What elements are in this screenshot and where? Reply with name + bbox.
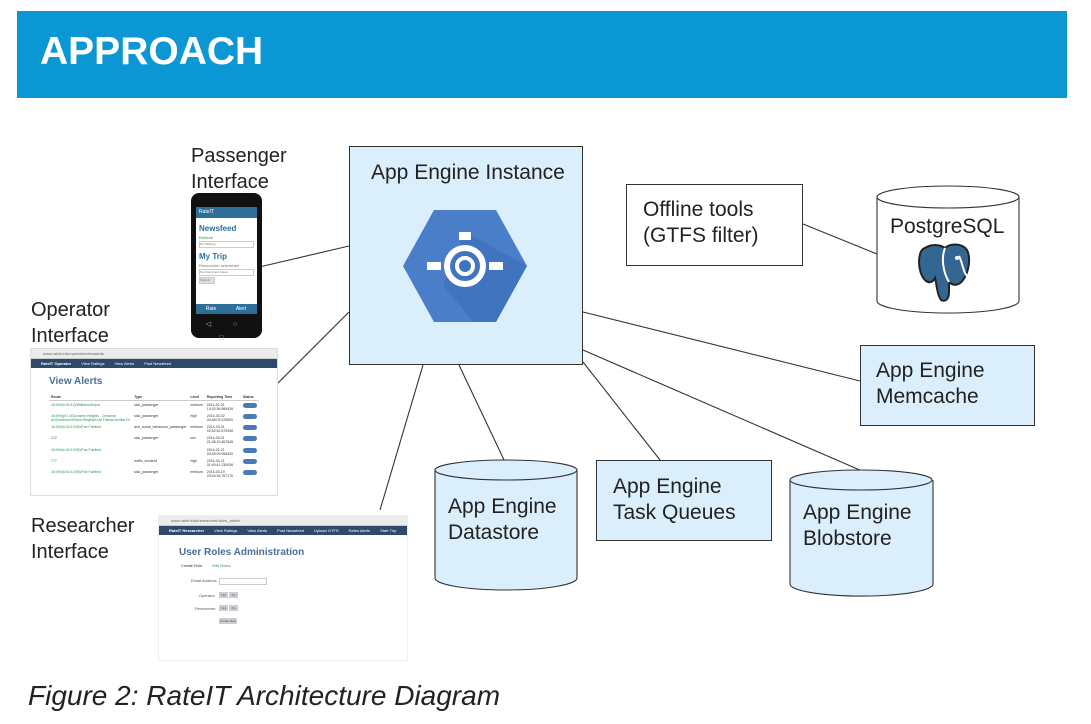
create-role-button[interactable]: Create Role xyxy=(219,618,237,624)
researcher-interface-label: Researcher Interface xyxy=(31,515,135,563)
title-banner xyxy=(17,11,1067,98)
phone-submit-button[interactable]: Submit xyxy=(199,277,215,284)
operator-label: Operator xyxy=(199,593,215,598)
user-roles-title: User Roles Administration xyxy=(179,547,305,558)
operator-no-button[interactable]: No xyxy=(229,592,238,598)
line-offline-postgres xyxy=(802,223,878,255)
email-field[interactable] xyxy=(219,578,267,585)
figure-caption: Figure 2: RateIT Architecture Diagram xyxy=(28,680,501,711)
status-toggle[interactable] xyxy=(242,402,257,408)
line-blobstore xyxy=(582,349,863,472)
line-memcache xyxy=(582,311,861,382)
status-toggle[interactable] xyxy=(242,425,257,431)
researcher-yes-button[interactable]: Yes xyxy=(219,605,228,611)
phone-hint: Researcher selectedet xyxy=(199,263,240,268)
offline-tools-node: Offline tools (GTFS filter) xyxy=(626,184,803,266)
line-passenger xyxy=(254,245,350,269)
status-toggle[interactable] xyxy=(242,447,257,453)
status-toggle[interactable] xyxy=(242,469,257,475)
email-label: Email Address xyxy=(191,578,217,583)
table-row: 16:09h(pt 1:30)Lowery Heights - Chestnut… xyxy=(49,412,259,423)
datastore-label: App Engine Datastore xyxy=(448,495,557,544)
phone-app-bar: RateIT xyxy=(196,207,257,218)
status-toggle[interactable] xyxy=(242,458,257,464)
operator-browser-bar: www.rateit.edu/operator/viewalerts xyxy=(31,349,277,359)
operator-screenshot: www.rateit.edu/operator/viewalerts RateI… xyxy=(30,348,278,496)
phone-newsfeed-title: Newsfeed xyxy=(199,224,237,233)
task-queues-node: App Engine Task Queues xyxy=(596,460,772,541)
phone-refresh-link[interactable]: Refresh xyxy=(199,235,214,240)
researcher-no-button[interactable]: No xyxy=(229,605,238,611)
roles-tabs: Create Role Edit Roles xyxy=(159,558,407,568)
tab-edit-roles[interactable]: Edit Roles xyxy=(212,563,231,568)
line-operator xyxy=(277,311,350,384)
slide-title: APPROACH xyxy=(40,30,264,73)
phone-trip-select[interactable]: Not listed here below xyxy=(199,269,254,276)
operator-yes-button[interactable]: Yes xyxy=(219,592,228,598)
researcher-browser-bar: www.rateit.edu/researcher/roles_admin xyxy=(159,516,407,526)
phone-status-input[interactable]: Not Waiting xyxy=(199,241,254,248)
phone-footer: Rate Alert xyxy=(196,304,257,314)
phone-alert-button[interactable]: Alert xyxy=(235,306,247,312)
view-alerts-title: View Alerts xyxy=(49,376,103,387)
status-toggle[interactable] xyxy=(242,436,257,442)
operator-interface-label: Operator Interface xyxy=(31,299,110,347)
line-datastore xyxy=(458,364,506,463)
passenger-interface-label: Passenger Interface xyxy=(191,145,287,193)
researcher-label: Researcher xyxy=(195,606,216,611)
line-researcher xyxy=(379,364,424,511)
memcache-node: App Engine Memcache xyxy=(860,345,1035,426)
postgresql-elephant-icon xyxy=(918,243,971,302)
tab-create-role[interactable]: Create Role xyxy=(181,563,203,568)
phone-mytrip-title: My Trip xyxy=(199,252,228,261)
blobstore-cylinder xyxy=(789,469,934,597)
postgresql-label: PostgreSQL xyxy=(890,215,1005,238)
line-taskqueues xyxy=(582,361,661,461)
phone-screen: RateIT Newsfeed Refresh Not Waiting My T… xyxy=(196,207,257,314)
datastore-cylinder xyxy=(434,459,578,591)
app-engine-instance-label: App Engine Instance xyxy=(371,161,565,184)
phone-nav-buttons: ◁ ○ □ xyxy=(205,321,248,342)
status-toggle[interactable] xyxy=(242,413,257,419)
researcher-screenshot: www.rateit.edu/researcher/roles_admin Ra… xyxy=(158,515,408,661)
phone-rate-button[interactable]: Rate xyxy=(205,306,217,312)
app-engine-icon xyxy=(403,210,527,322)
blobstore-label: App Engine Blobstore xyxy=(803,501,912,550)
